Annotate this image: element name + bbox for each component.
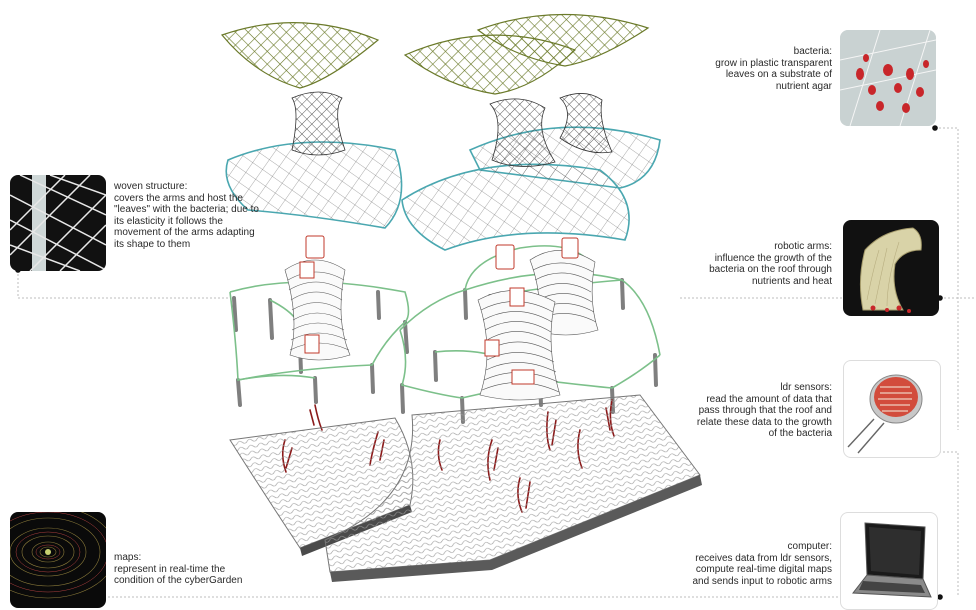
canopy-right-front	[405, 35, 575, 94]
ldr-sensors-title: ldr sensors:	[632, 382, 832, 394]
maps-annotation: maps: represent in real-time the conditi…	[114, 552, 314, 587]
woven-structure-line-3: its elasticity it follows the	[114, 216, 314, 228]
computer-line-1: receives data from ldr sensors,	[632, 553, 832, 565]
woven-structure-annotation: woven structure: covers the arms and hos…	[114, 181, 314, 250]
computer-line-3: and sends input to robotic arms	[632, 576, 832, 588]
computer-line-2: compute real-time digital maps	[632, 564, 832, 576]
ldr-sensors-line-3: relate these data to the growth	[632, 417, 832, 429]
ldr-sensor-thumbnail	[843, 360, 941, 458]
ldr-sensors-line-4: of the bacteria	[632, 428, 832, 440]
robotic-arms-line-1: influence the growth of the	[632, 253, 832, 265]
bacteria-line-2: leaves on a substrate of	[632, 69, 832, 81]
robotic-arms-line-2: bacteria on the roof through	[632, 264, 832, 276]
bacteria-line-1: grow in plastic transparent	[632, 58, 832, 70]
canopy-meshes	[222, 14, 648, 94]
woven-structure-line-5: its shape to them	[114, 239, 314, 251]
computer-thumbnail	[840, 512, 938, 610]
bacteria-thumbnail	[840, 30, 936, 126]
robotic-arm-volumes	[285, 250, 598, 400]
woven-structure-title: woven structure:	[114, 181, 314, 193]
robotic-arms-line-3: nutrients and heat	[632, 276, 832, 288]
ldr-sensors-line-2: pass through that the roof and	[632, 405, 832, 417]
canopy-left	[222, 23, 378, 88]
woven-structure-line-2: "leaves" with the bacteria; due to	[114, 204, 314, 216]
computer-annotation: computer: receives data from ldr sensors…	[632, 541, 832, 587]
funnel-left	[292, 92, 345, 155]
roof-right-front	[402, 164, 629, 250]
robotic-arms-title: robotic arms:	[632, 241, 832, 253]
ldr-sensors-line-1: read the amount of data that	[632, 394, 832, 406]
maps-line-2: condition of the cyberGarden	[114, 575, 314, 587]
woven-structure-line-1: covers the arms and host the	[114, 193, 314, 205]
robotic-arms-thumbnail	[843, 220, 939, 316]
robotic-arms-annotation: robotic arms: influence the growth of th…	[632, 241, 832, 287]
maps-line-1: represent in real-time the	[114, 564, 314, 576]
bacteria-annotation: bacteria: grow in plastic transparent le…	[632, 46, 832, 92]
bacteria-line-3: nutrient agar	[632, 81, 832, 93]
maps-thumbnail	[10, 512, 106, 608]
woven-structure-line-4: movement of the arms adapting	[114, 227, 314, 239]
bacteria-title: bacteria:	[632, 46, 832, 58]
woven-structure-thumbnail	[10, 175, 106, 271]
maps-title: maps:	[114, 552, 314, 564]
ldr-sensors-annotation: ldr sensors: read the amount of data tha…	[632, 382, 832, 440]
computer-title: computer:	[632, 541, 832, 553]
